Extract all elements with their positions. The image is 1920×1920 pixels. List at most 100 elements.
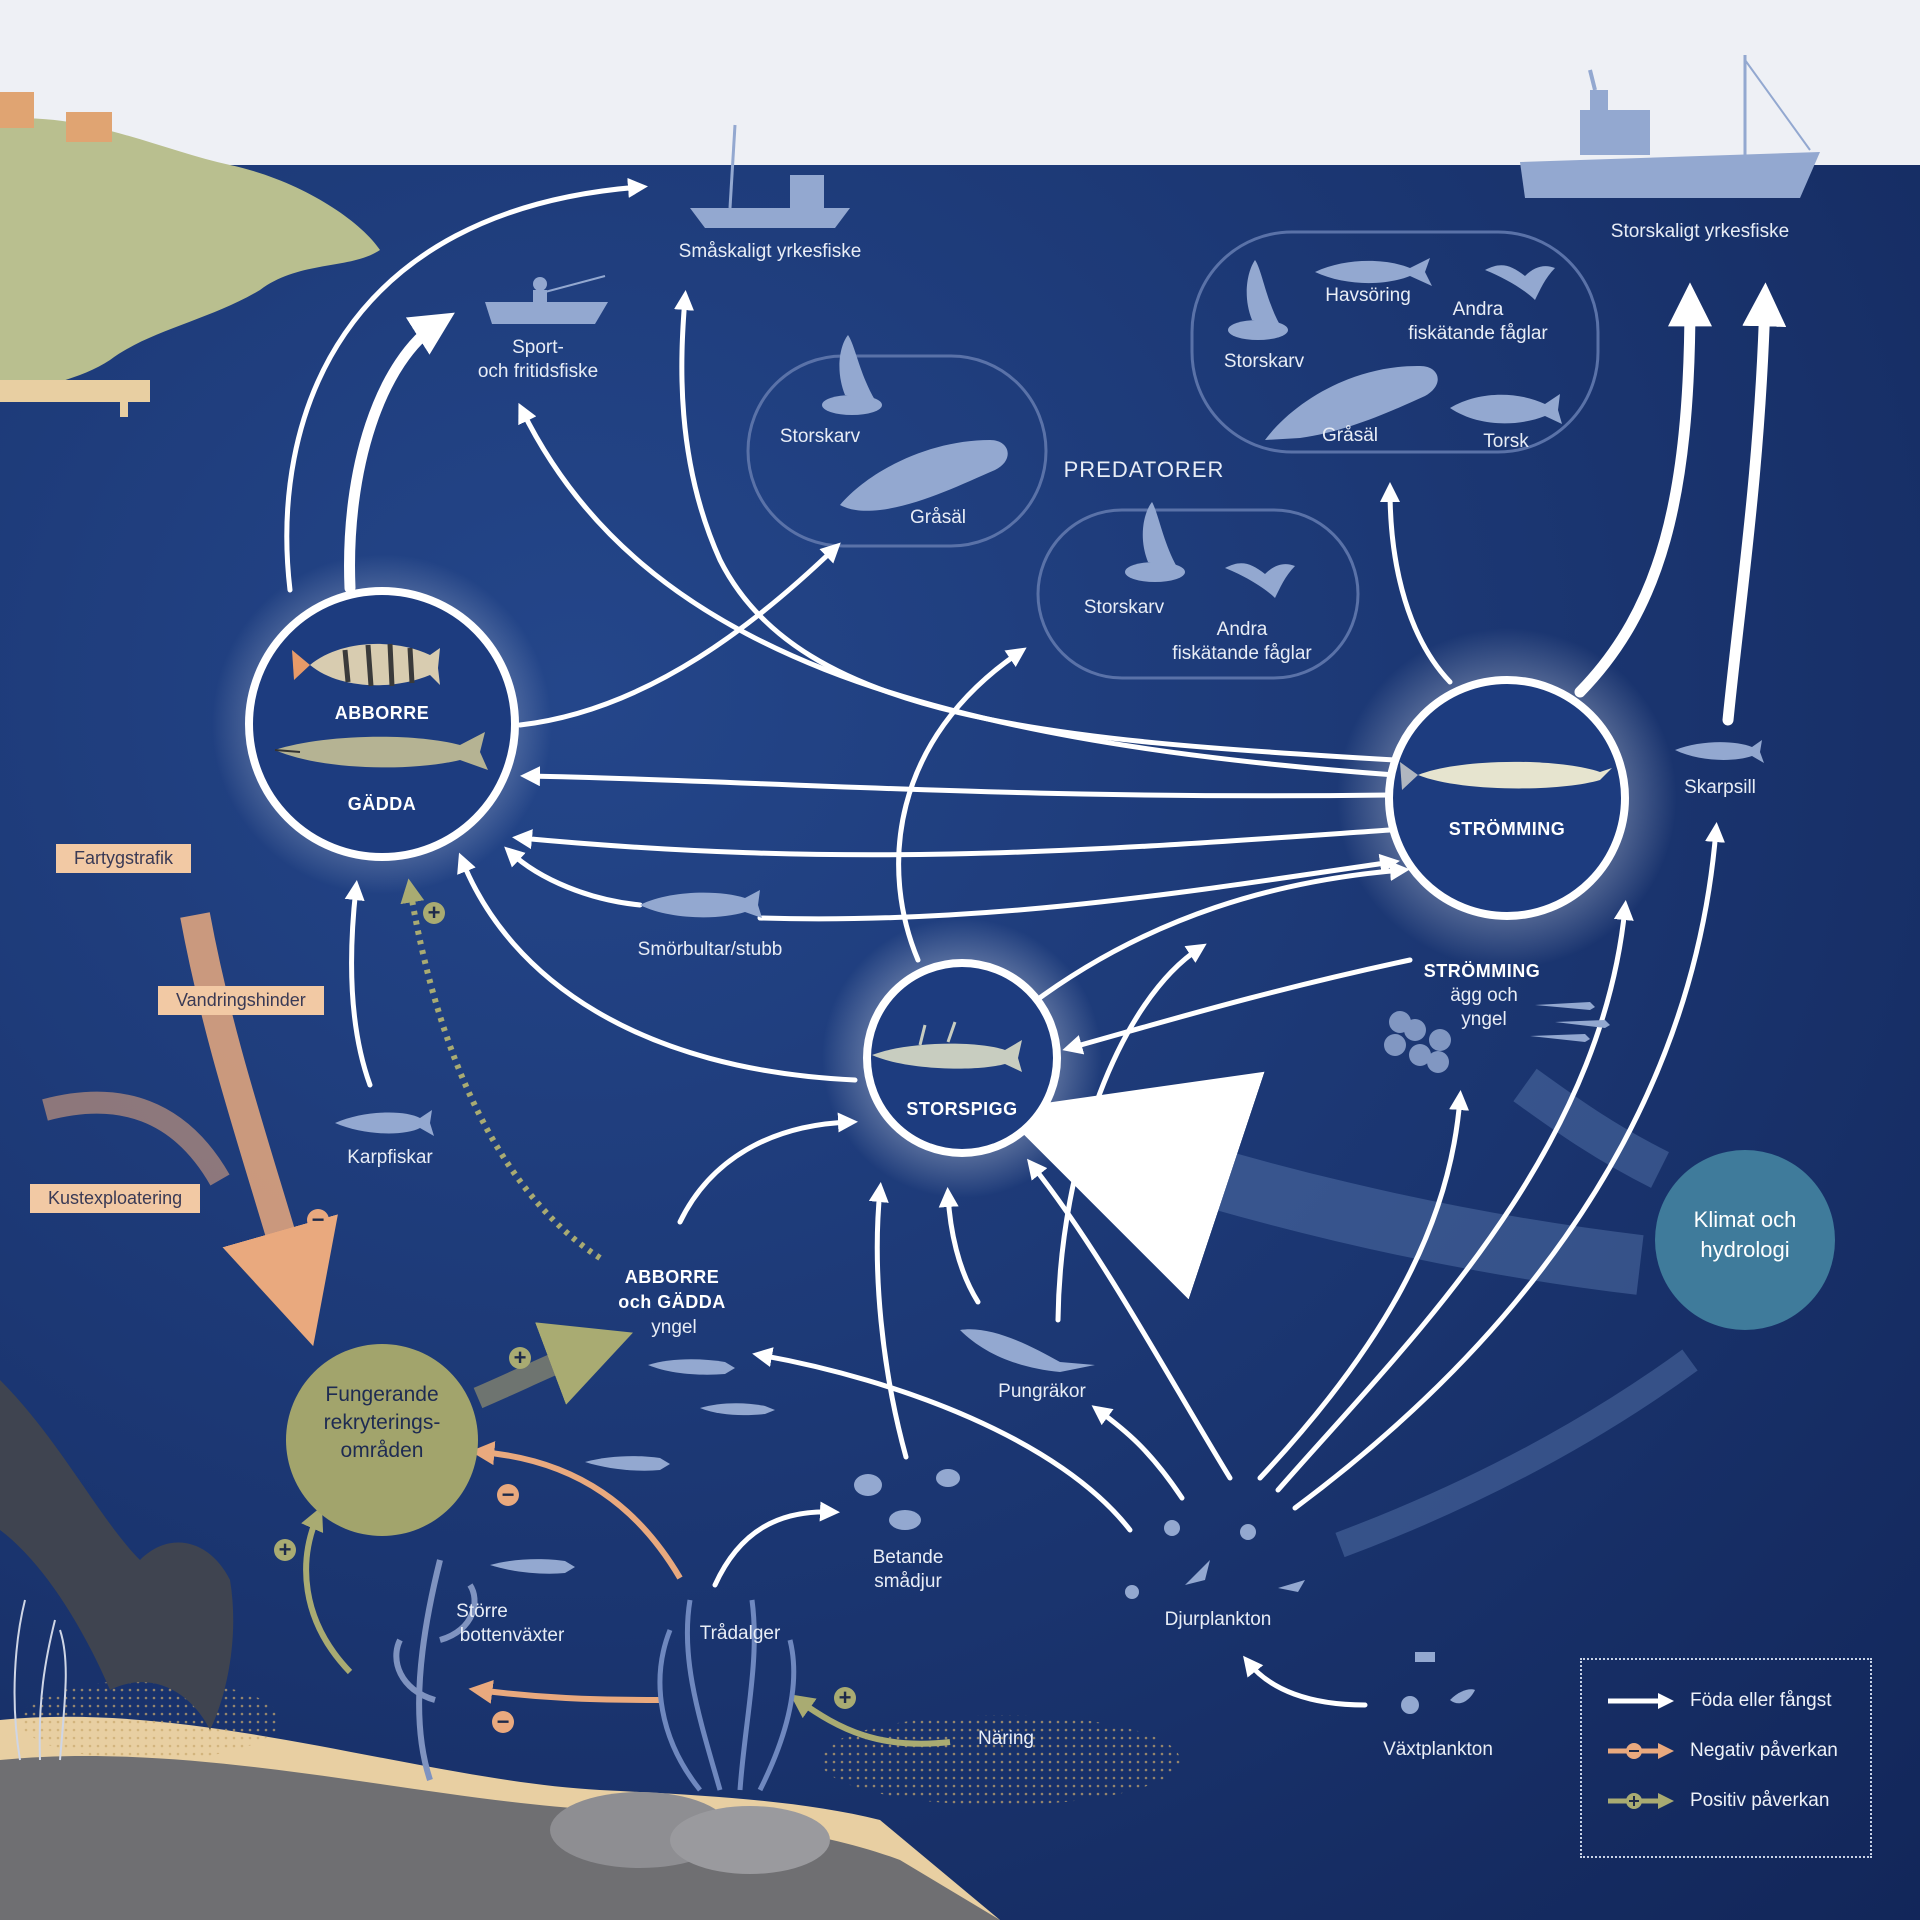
seal-icon xyxy=(1265,365,1438,440)
arrow-yngel-storspigg xyxy=(677,1112,858,1225)
label-grasal: Gråsäl xyxy=(1322,425,1378,446)
label-storskarv: Storskarv xyxy=(1083,597,1165,618)
sprat-icon xyxy=(1675,740,1764,763)
arrow-smorbultar-abborre xyxy=(504,846,643,908)
arrow-storspigg-abborre xyxy=(457,852,858,1083)
plus-sign: + xyxy=(278,1537,292,1562)
cormorant-icon xyxy=(1228,260,1288,340)
arrow-djurplankton-storspigg xyxy=(1027,1158,1233,1481)
larval-fish-icon xyxy=(585,1456,670,1471)
label-pungrakor: Pungräkor xyxy=(998,1381,1086,1402)
coast-land xyxy=(0,92,380,417)
legend-food: Föda eller fångst xyxy=(1606,1690,1832,1712)
label-storskarv: Storskarv xyxy=(1223,351,1305,372)
negative-pressure-arrow xyxy=(180,912,338,1347)
large-ship-icon xyxy=(1520,55,1820,198)
arrow-karpfiskar-abborre xyxy=(344,880,373,1088)
herring-eggs-icon xyxy=(1384,1011,1451,1073)
node-stromming xyxy=(1385,676,1629,920)
label-abborre-yngel: ABBORRE xyxy=(624,1267,720,1287)
white-arrow-icon xyxy=(1608,1693,1674,1709)
bird-icon xyxy=(1225,563,1295,598)
minus-sign: − xyxy=(311,1207,325,1232)
mysid-shrimp-icon xyxy=(960,1329,1095,1372)
label-abborre: ABBORRE xyxy=(334,703,430,723)
arrow-stromming-abborre xyxy=(520,766,1393,799)
negative-arrow-tradalger-bottenvaxter xyxy=(468,1679,661,1704)
label-naring: Näring xyxy=(978,1728,1034,1749)
cod-icon xyxy=(1450,394,1562,424)
label-betande: Betande xyxy=(872,1547,944,1568)
recruitment-areas-node xyxy=(286,1344,478,1536)
minus-sign: − xyxy=(496,1709,510,1734)
node-abborre-gadda xyxy=(245,587,519,861)
legend-negative: Negativ påverkan xyxy=(1606,1740,1838,1762)
arrow-djurplankton-skarpsill xyxy=(1292,822,1725,1511)
label-agg-och: ägg och xyxy=(1450,985,1518,1006)
label-stromming-agg: STRÖMMING xyxy=(1423,961,1541,981)
tag-fartygstrafik: Fartygstrafik xyxy=(56,844,192,873)
small-boat-icon xyxy=(690,124,850,228)
arrow-abborre-smaskaligt xyxy=(284,177,648,593)
plus-sign: + xyxy=(427,900,441,925)
cormorant-icon xyxy=(822,335,882,415)
positive-arrow-bottenvaxter-recruitment xyxy=(301,1506,353,1675)
climate-flow-arrow xyxy=(1513,1068,1669,1188)
tag-vandringshinder: Vandringshinder xyxy=(158,986,324,1015)
arrow-stromming-smaskaligt xyxy=(674,290,1398,763)
seal-icon xyxy=(840,440,1008,511)
label-yngel: yngel xyxy=(1461,1009,1507,1030)
label-havsoring: Havsöring xyxy=(1325,285,1411,306)
label-gadda: GÄDDA xyxy=(347,794,417,814)
negative-arrow-icon xyxy=(1608,1743,1674,1759)
sign-markers xyxy=(274,902,856,1733)
arrow-djurplankton-yngel xyxy=(752,1347,1133,1533)
arrow-stromming-to-abborre-low xyxy=(512,827,1393,858)
label-tradalger: Trådalger xyxy=(699,1623,781,1644)
negative-arrow-tradalger-recruitment xyxy=(470,1441,683,1580)
filamentous-algae-icon xyxy=(657,1599,797,1792)
bird-icon xyxy=(1485,265,1555,300)
negative-pressure-branch xyxy=(42,1091,230,1186)
label-smorbultar: Smörbultar/stubb xyxy=(637,939,783,960)
predator-group-left xyxy=(746,354,1048,548)
arrow-pungrakor-stromming xyxy=(1055,943,1207,1323)
label-fiskatande-faglar: fiskätande fåglar xyxy=(1408,323,1548,344)
arrow-storspigg-predators xyxy=(896,647,1027,963)
label-fritidsfiske: och fritidsfiske xyxy=(477,361,599,382)
arrow-agg-storspigg xyxy=(1062,957,1413,1055)
predator-group-right xyxy=(1190,230,1600,454)
arrow-stromming-storskaligt xyxy=(1574,282,1712,698)
cormorant-icon xyxy=(1125,502,1185,582)
minus-sign: − xyxy=(501,1482,515,1507)
label-bottenvaxter: bottenväxter xyxy=(459,1625,565,1646)
label-djurplankton: Djurplankton xyxy=(1164,1609,1272,1630)
phytoplankton-icon xyxy=(1401,1652,1475,1714)
label-rekryterings: rekryterings- xyxy=(323,1411,441,1434)
label-grasal: Gråsäl xyxy=(910,507,966,528)
positive-arrow-icon xyxy=(1608,1793,1674,1809)
herring-larvae-icon xyxy=(1530,1002,1610,1042)
arrow-skarpsill-storskaligt xyxy=(1722,282,1787,726)
positive-arrow-naring-tradalger xyxy=(790,1694,951,1747)
pike-icon xyxy=(274,732,488,770)
label-andra: Andra xyxy=(1452,299,1504,320)
grass-icon xyxy=(13,1599,67,1761)
arrow-pungrakor-storspigg xyxy=(938,1187,981,1305)
label-fiskatande-faglar: fiskätande fåglar xyxy=(1172,643,1312,664)
trout-icon xyxy=(1315,258,1432,286)
arrow-vaxtplankton-djurplankton xyxy=(1243,1655,1368,1708)
seabed xyxy=(0,1380,1180,1920)
label-vaxtplankton: Växtplankton xyxy=(1383,1739,1493,1760)
label-storskaligt-yrkesfiske: Storskaligt yrkesfiske xyxy=(1610,221,1790,242)
cyprinid-icon xyxy=(335,1110,434,1136)
larval-fish-icon xyxy=(648,1359,735,1375)
label-torsk: Torsk xyxy=(1483,431,1529,452)
label-sport: Sport- xyxy=(512,337,564,358)
arrow-abborre-predators xyxy=(517,542,841,728)
label-och-gadda: och GÄDDA xyxy=(618,1292,726,1312)
zooplankton-icon xyxy=(1125,1520,1305,1599)
arrow-stromming-sport xyxy=(518,402,1398,778)
label-yngel: yngel xyxy=(651,1317,697,1338)
arrow-smorbultar-stromming xyxy=(757,853,1400,922)
